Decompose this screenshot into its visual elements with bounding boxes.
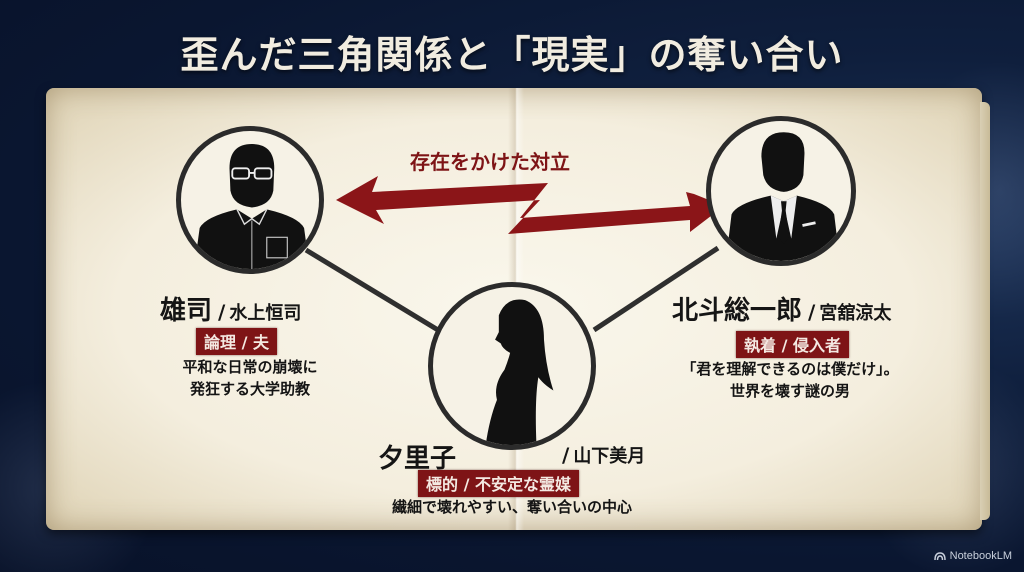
conflict-zigzag-arrow-icon (336, 176, 724, 234)
role-badge-yuriko: 標的 / 不安定な霊媒 (418, 470, 579, 497)
connector-hokuto-yuriko (592, 245, 720, 333)
man-with-glasses-silhouette-icon (194, 144, 310, 269)
character-name-yuriko: 夕里子 (378, 444, 457, 474)
character-name-hokuto: 北斗総一郎/宮舘涼太 (672, 296, 892, 326)
description-hokuto: 「君を理解できるのは僕だけ」。 世界を壊す謎の男 (681, 360, 899, 400)
role-badge-hokuto: 執着 / 侵入者 (736, 331, 849, 358)
role-badge-yuji: 論理 / 夫 (196, 328, 277, 355)
description-yuriko: 繊細で壊れやすい、奪い合いの中心 (391, 498, 632, 516)
description-yuji: 平和な日常の崩壊に 発狂する大学助教 (182, 358, 318, 398)
character-name-yuji: 雄司/水上恒司 (160, 296, 302, 326)
watermark: NotebookLM (933, 550, 1012, 562)
conflict-label: 存在をかけた対立 (410, 150, 570, 174)
man-in-suit-silhouette-icon (725, 132, 840, 261)
actor-name-yuriko: /山下美月 (562, 443, 646, 467)
paper-edge (980, 102, 990, 520)
portrait-yuji (176, 126, 324, 274)
portrait-yuriko (428, 282, 596, 450)
notebooklm-logo-icon (933, 552, 946, 561)
woman-long-hair-silhouette-icon (485, 299, 554, 445)
page-title: 歪んだ三角関係と「現実」の奪い合い (180, 32, 844, 77)
connector-yuji-yuriko (304, 247, 440, 333)
portrait-hokuto (706, 116, 856, 266)
